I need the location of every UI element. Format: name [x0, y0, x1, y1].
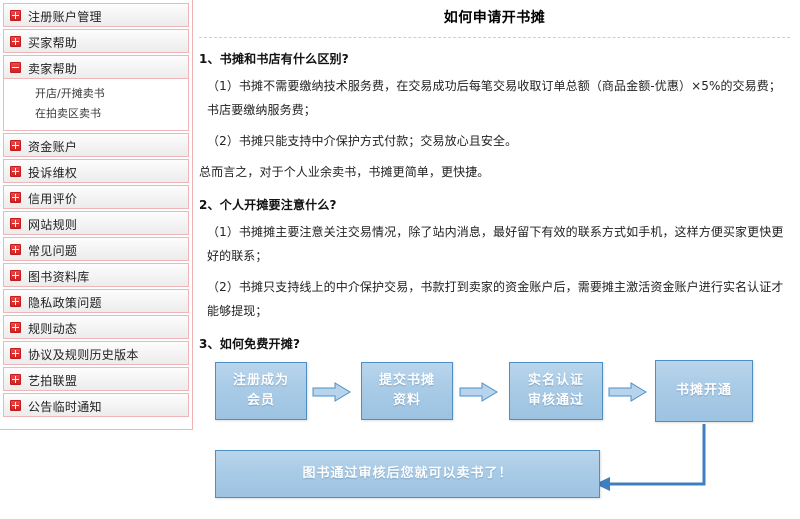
plus-icon[interactable] — [10, 348, 21, 359]
sidebar-group: 图书资料库 — [3, 263, 189, 287]
plus-icon[interactable] — [10, 296, 21, 307]
plus-icon[interactable] — [10, 36, 21, 47]
sidebar-group: 买家帮助 — [3, 29, 189, 53]
question-3-heading: 3、如何免费开摊? — [199, 337, 301, 351]
flow-box-stall-opened: 书摊开通 — [655, 360, 753, 422]
flow-box-line-2: 审核通过 — [527, 393, 584, 408]
flow-box-line-1: 实名认证 — [527, 373, 584, 388]
sidebar-item-seller-help[interactable]: 卖家帮助 — [3, 55, 189, 79]
sidebar-group: 常见问题 — [3, 237, 189, 261]
sidebar-item-label: 图书资料库 — [28, 269, 90, 284]
article-content: 如何申请开书摊 1、书摊和书店有什么区别? （1）书摊不需要缴纳技术服务费，在交… — [193, 0, 800, 519]
flow-box-line-1: 注册成为 — [232, 373, 289, 388]
sidebar-item-rule-updates[interactable]: 规则动态 — [3, 315, 189, 339]
plus-icon[interactable] — [10, 244, 21, 255]
sidebar-item-label: 买家帮助 — [28, 35, 78, 50]
registration-flowchart: 注册成为 会员 提交书摊 资料 实名认证 审核通过 — [193, 345, 800, 519]
sidebar-item-label: 协议及规则历史版本 — [28, 347, 139, 362]
sidebar-group-seller-help: 卖家帮助 开店/开摊卖书 在拍卖区卖书 — [3, 55, 189, 131]
plus-icon[interactable] — [10, 218, 21, 229]
flow-box-line-2: 会员 — [246, 393, 275, 408]
sidebar-item-complaints[interactable]: 投诉维权 — [3, 159, 189, 183]
sidebar-item-funds-account[interactable]: 资金账户 — [3, 133, 189, 157]
sidebar-item-art-auction-alliance[interactable]: 艺拍联盟 — [3, 367, 189, 391]
flow-arrow-2-icon — [459, 382, 498, 402]
question-1-paragraph-2: （2）书摊只能支持中介保护方式付款；交易放心且安全。 — [207, 134, 518, 148]
sidebar-item-buyer-help[interactable]: 买家帮助 — [3, 29, 189, 53]
flow-box-submit-materials: 提交书摊 资料 — [361, 362, 453, 420]
flow-box-line-1: 提交书摊 — [378, 373, 435, 388]
sidebar-item-announcements[interactable]: 公告临时通知 — [3, 393, 189, 417]
flow-box-result-text: 图书通过审核后您就可以卖书了！ — [302, 466, 513, 481]
sidebar-group: 注册账户管理 — [3, 3, 189, 27]
sidebar-item-label: 资金账户 — [28, 139, 78, 154]
flow-box-result-message: 图书通过审核后您就可以卖书了！ — [215, 450, 600, 498]
sidebar-item-label: 规则动态 — [28, 321, 78, 336]
plus-icon[interactable] — [10, 140, 21, 151]
plus-icon[interactable] — [10, 270, 21, 281]
question-2-heading: 2、个人开摊要注意什么? — [199, 198, 337, 212]
question-2-paragraph-2: （2）书摊只支持线上的中介保护交易，书款打到卖家的资金账户后，需要摊主激活资金账… — [207, 280, 784, 318]
sidebar-item-book-database[interactable]: 图书资料库 — [3, 263, 189, 287]
sidebar-subitem-auction-sell[interactable]: 在拍卖区卖书 — [35, 107, 101, 120]
plus-icon[interactable] — [10, 322, 21, 333]
sidebar-item-label: 投诉维权 — [28, 165, 78, 180]
plus-icon[interactable] — [10, 192, 21, 203]
sidebar-item-label: 卖家帮助 — [28, 61, 78, 76]
plus-icon[interactable] — [10, 166, 21, 177]
sidebar-item-privacy-policy[interactable]: 隐私政策问题 — [3, 289, 189, 313]
question-1-summary: 总而言之，对于个人业余卖书，书摊更简单，更快捷。 — [199, 165, 490, 179]
flow-connector-elbow-icon — [591, 422, 731, 500]
sidebar-item-site-rules[interactable]: 网站规则 — [3, 211, 189, 235]
sidebar-item-agreement-history[interactable]: 协议及规则历史版本 — [3, 341, 189, 365]
sidebar-subitem-open-shop[interactable]: 开店/开摊卖书 — [35, 87, 105, 100]
flow-box-register-member: 注册成为 会员 — [215, 362, 307, 420]
page-title: 如何申请开书摊 — [443, 10, 546, 26]
sidebar-item-label: 网站规则 — [28, 217, 78, 232]
sidebar-group: 隐私政策问题 — [3, 289, 189, 313]
sidebar-item-faq[interactable]: 常见问题 — [3, 237, 189, 261]
sidebar-group: 资金账户 — [3, 133, 189, 157]
minus-icon[interactable] — [10, 62, 21, 73]
flow-box-identity-verified: 实名认证 审核通过 — [509, 362, 603, 420]
plus-icon[interactable] — [10, 10, 21, 21]
flow-arrow-1-icon — [312, 382, 351, 402]
sidebar-item-label: 艺拍联盟 — [28, 373, 78, 388]
sidebar-item-label: 常见问题 — [28, 243, 78, 258]
sidebar-item-register-account[interactable]: 注册账户管理 — [3, 3, 189, 27]
sidebar-group: 网站规则 — [3, 211, 189, 235]
flow-box-line-2: 资料 — [392, 393, 421, 408]
sidebar-item-label: 公告临时通知 — [28, 399, 102, 414]
sidebar-item-label: 隐私政策问题 — [28, 295, 102, 310]
sidebar-group: 协议及规则历史版本 — [3, 341, 189, 365]
sidebar-group: 艺拍联盟 — [3, 367, 189, 391]
sidebar-group: 规则动态 — [3, 315, 189, 339]
question-1-paragraph-1: （1）书摊不需要缴纳技术服务费，在交易成功后每笔交易收取订单总额（商品金额-优惠… — [207, 79, 781, 117]
flow-arrow-3-icon — [608, 382, 647, 402]
sidebar-group: 信用评价 — [3, 185, 189, 209]
title-divider — [199, 37, 790, 38]
sidebar-item-label: 注册账户管理 — [28, 9, 102, 24]
sidebar-nav: 注册账户管理 买家帮助 卖家帮助 开店/开摊卖书 在拍卖区卖书 资金账户 投 — [0, 0, 193, 430]
question-2-paragraph-1: （1）书摊摊主要注意关注交易情况，除了站内消息，最好留下有效的联系方式如手机，这… — [207, 225, 784, 263]
sidebar-item-label: 信用评价 — [28, 191, 78, 206]
plus-icon[interactable] — [10, 400, 21, 411]
sidebar-group: 投诉维权 — [3, 159, 189, 183]
sidebar-item-credit-rating[interactable]: 信用评价 — [3, 185, 189, 209]
plus-icon[interactable] — [10, 374, 21, 385]
sidebar-group: 公告临时通知 — [3, 393, 189, 417]
sidebar-sublist: 开店/开摊卖书 在拍卖区卖书 — [3, 79, 189, 131]
question-1-heading: 1、书摊和书店有什么区别? — [199, 52, 349, 66]
flow-box-line-1: 书摊开通 — [675, 383, 732, 398]
